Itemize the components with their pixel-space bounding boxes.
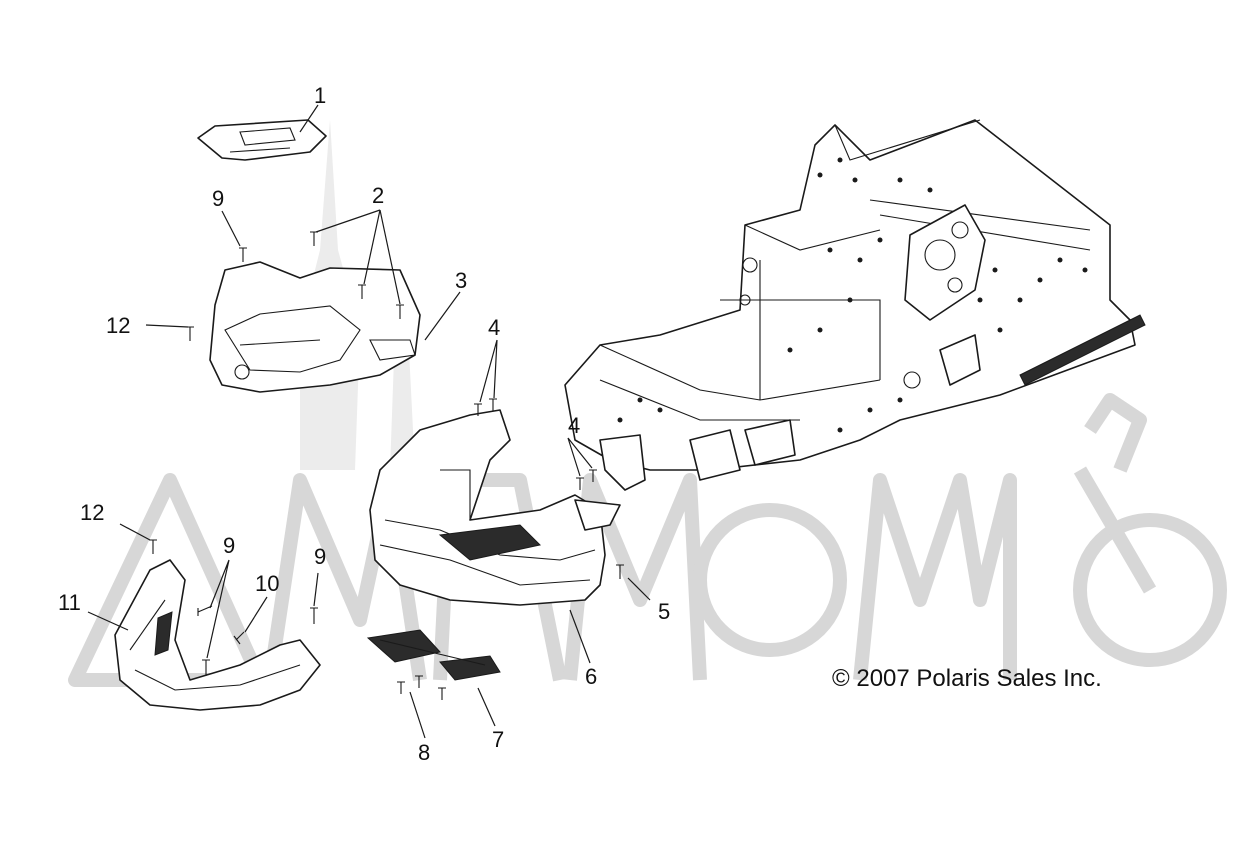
part-2-upper-panel (209, 261, 421, 393)
callout-10: 10 (255, 571, 279, 596)
callout-7: 7 (492, 727, 504, 752)
callout-9-bumper-right: 9 (314, 544, 326, 569)
callout-4-upper: 4 (488, 315, 500, 340)
callout-4-lower: 4 (568, 413, 580, 438)
callout-5: 5 (658, 599, 670, 624)
part-7-skid-plate (366, 629, 501, 681)
callout-labels: 1 2 3 4 4 5 6 7 8 9 9 9 10 11 12 12 (58, 83, 670, 765)
part-11-bumper (114, 559, 321, 711)
chassis-tunnel (564, 119, 1146, 491)
callout-11: 11 (58, 590, 81, 615)
part-1-mat (197, 119, 327, 161)
callout-9-bumper-left: 9 (223, 533, 235, 558)
callout-9-top: 9 (212, 186, 224, 211)
callout-3: 3 (455, 268, 467, 293)
leader-lines (87, 104, 651, 739)
callout-8: 8 (418, 740, 430, 765)
part-6-belly-pan (369, 409, 621, 606)
callout-1: 1 (314, 83, 326, 108)
copyright-notice: © 2007 Polaris Sales Inc. (832, 665, 1102, 692)
callout-12-lower: 12 (80, 500, 104, 525)
callout-2: 2 (372, 183, 384, 208)
fasteners (149, 231, 624, 700)
callout-6: 6 (585, 664, 597, 689)
callout-12-upper: 12 (106, 313, 130, 338)
